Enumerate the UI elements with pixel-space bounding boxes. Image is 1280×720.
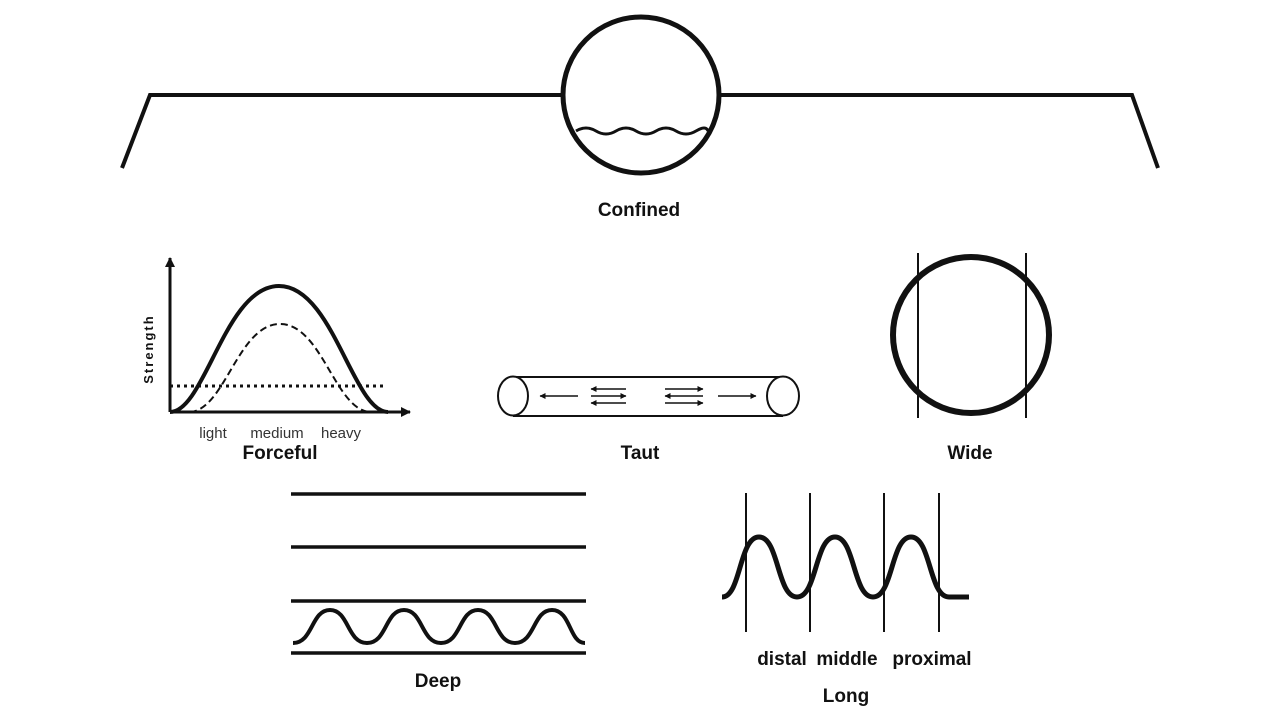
confined-bracket-left	[120, 93, 562, 169]
forceful-tick-light: light	[199, 425, 227, 442]
forceful-tick-heavy: heavy	[321, 425, 362, 442]
wide-figure: Wide	[890, 253, 1052, 464]
confined-label: Confined	[598, 200, 680, 221]
wide-label: Wide	[947, 443, 992, 464]
long-label: Long	[823, 686, 869, 707]
forceful-weak-curve	[189, 322, 371, 413]
taut-label: Taut	[621, 443, 660, 464]
forceful-y-axis-label: Strength	[141, 314, 156, 383]
confined-bracket-right	[720, 93, 1160, 169]
confined-fluid-wave	[575, 126, 710, 136]
long-position-proximal: proximal	[892, 649, 971, 670]
deep-figure: Deep	[291, 492, 586, 692]
forceful-strong-curve	[169, 283, 389, 414]
taut-figure: Taut	[497, 375, 800, 464]
taut-tube-left-end	[497, 375, 529, 417]
deep-pulse-wave	[292, 607, 586, 646]
long-position-middle: middle	[816, 649, 877, 670]
long-figure: distal middle proximal Long	[721, 493, 972, 707]
confined-vessel-circle	[560, 14, 722, 176]
forceful-figure: Strength light medium heavy Forceful	[141, 257, 411, 464]
forceful-label: Forceful	[243, 443, 318, 464]
deep-label: Deep	[415, 671, 461, 692]
confined-figure: Confined	[120, 14, 1160, 221]
taut-tube-right-end	[766, 375, 800, 417]
wide-vessel-circle	[890, 254, 1052, 416]
long-pulse-wave	[721, 534, 969, 600]
forceful-tick-medium: medium	[250, 425, 303, 442]
long-position-distal: distal	[757, 649, 807, 670]
